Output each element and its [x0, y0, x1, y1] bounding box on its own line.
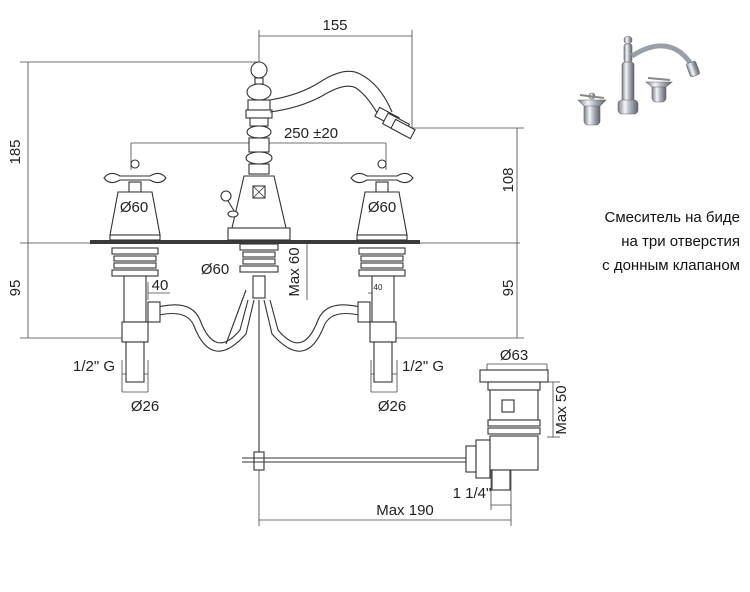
dim-max190: Max 190	[376, 502, 434, 519]
drain-assembly	[242, 300, 549, 491]
dim-40: 40	[152, 277, 169, 294]
dim-thread-left: 1/2" G	[73, 358, 115, 375]
dim-dia26-right: Ø26	[378, 398, 406, 415]
spout-body	[220, 61, 416, 299]
flexible-hoses	[147, 289, 371, 352]
description-line-3: с донным клапаном	[602, 257, 740, 274]
description-line-1: Смеситель на биде	[604, 209, 740, 226]
dim-155: 155	[322, 17, 347, 34]
right-handle	[350, 159, 414, 383]
dim-250: 250 ±20	[284, 125, 338, 142]
dim-95-left: 95	[7, 280, 24, 297]
description-line-2: на три отверстия	[621, 233, 740, 250]
dimension-labels: 155 185 250 ±20 108 95 95 Ø60 Ø60 Ø60 Ma…	[7, 17, 570, 519]
dim-dia60-base: Ø60	[201, 261, 229, 278]
dim-thread-waste: 1 1/4"	[453, 485, 492, 502]
dim-dia60-left: Ø60	[120, 199, 148, 216]
dim-thread-right: 1/2" G	[402, 358, 444, 375]
left-handle	[103, 159, 167, 383]
mounting-surface	[90, 240, 420, 244]
dim-40-small: 40	[374, 283, 383, 292]
dim-185: 185	[7, 139, 24, 164]
dim-max60: Max 60	[286, 247, 303, 296]
dim-108: 108	[500, 167, 517, 192]
dim-max50: Max 50	[553, 385, 570, 434]
faucet-photo-icon	[577, 35, 700, 126]
dim-95-right: 95	[500, 280, 517, 297]
dim-dia26-left: Ø26	[131, 398, 159, 415]
dim-dia63: Ø63	[500, 347, 528, 364]
dim-dia60-right: Ø60	[368, 199, 396, 216]
product-description: Смеситель на биде на три отверстия с дон…	[540, 206, 740, 278]
